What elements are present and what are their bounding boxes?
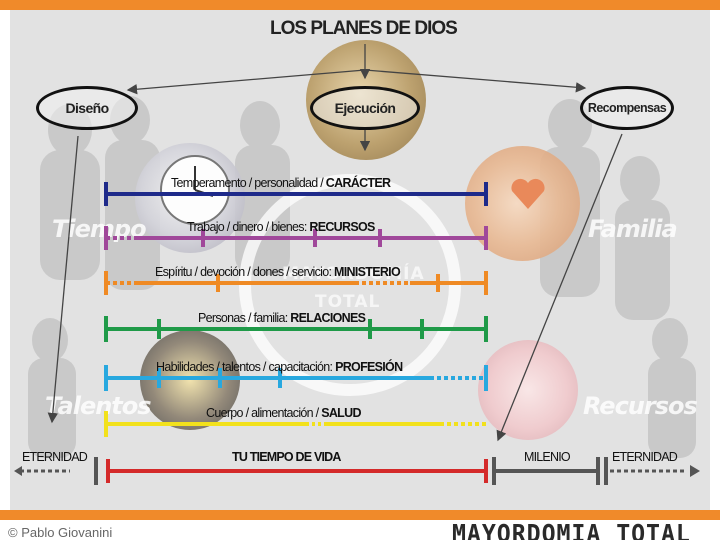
watermark-mayordomia: MAYORDOMÍA: [282, 264, 425, 284]
label-eternidad-left: ETERNIDAD: [22, 450, 88, 464]
bg-word-talentos: Talentos: [45, 392, 152, 420]
label-profesion: Habilidades / talentos / capacitación: P…: [156, 360, 403, 374]
label-relaciones: Personas / familia: RELACIONES: [198, 311, 366, 325]
label-salud: Cuerpo / alimentación / SALUD: [206, 406, 361, 420]
label-recursos: Trabajo / dinero / bienes: RECURSOS: [187, 220, 375, 234]
piggy-bank-photo: [478, 340, 578, 440]
label-caracter: Temperamento / personalidad / CARÁCTER: [171, 176, 391, 190]
node-ejecucion: Ejecución: [310, 86, 420, 130]
stewardship-bars: [14, 182, 700, 485]
bg-word-familia: Familia: [588, 215, 678, 243]
bar-relaciones: [104, 316, 488, 342]
background-silhouettes: [28, 96, 696, 458]
bar-ministerio: [104, 271, 488, 295]
timeline-line: [14, 457, 700, 485]
connector-arrows: [47, 44, 623, 442]
label-ministerio: Espíritu / devoción / dones / servicio: …: [155, 265, 401, 279]
top-accent-bar: [0, 0, 720, 10]
bg-word-recursos: Recursos: [583, 392, 698, 420]
label-eternidad-right: ETERNIDAD: [612, 450, 678, 464]
bar-profesion: [104, 365, 488, 391]
bar-caracter: [104, 182, 488, 206]
node-diseno: Diseño: [36, 86, 138, 130]
bar-salud: [104, 411, 486, 437]
brand-logo: MAYORDOMIA TOTAL: [452, 519, 691, 540]
page-title: LOS PLANES DE DIOS: [270, 18, 458, 39]
label-milenio: MILENIO: [524, 450, 571, 464]
bar-recursos: [104, 226, 488, 250]
diagram-canvas: Tiempo Familia Talentos Recursos MAYORDO…: [10, 10, 710, 510]
footer-accent-bar: [0, 510, 720, 520]
watermark-total: TOTAL: [315, 292, 381, 312]
heart-icon: [511, 178, 545, 209]
footer: © Pablo Giovanini MAYORDOMIA TOTAL: [0, 510, 720, 540]
node-recompensas: Recompensas: [580, 86, 674, 130]
copyright-text: © Pablo Giovanini: [8, 525, 113, 540]
label-lifetime: TU TIEMPO DE VIDA: [232, 450, 341, 464]
